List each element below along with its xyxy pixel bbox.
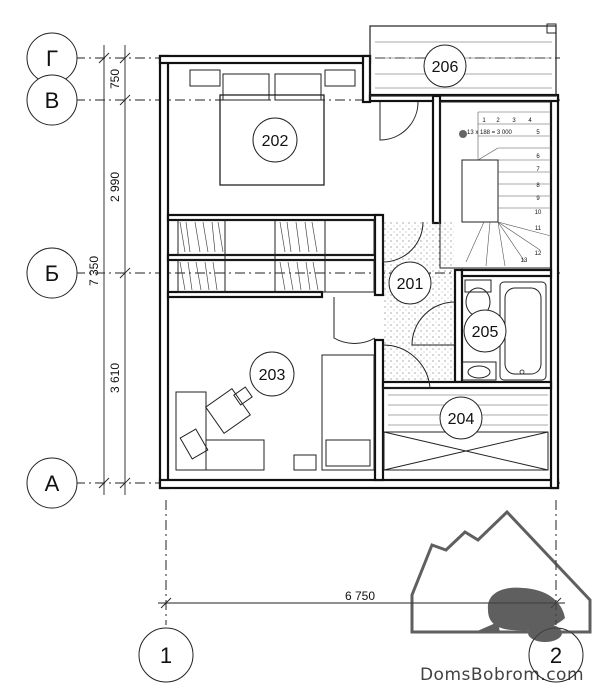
room-label-202: 202 xyxy=(252,117,298,163)
svg-text:В: В xyxy=(45,88,60,113)
svg-text:А: А xyxy=(45,471,60,496)
svg-text:Г: Г xyxy=(46,46,58,71)
dim-7350: 7 350 xyxy=(87,256,101,286)
bed-202 xyxy=(189,69,356,186)
room-203-furniture xyxy=(175,354,375,471)
svg-text:9: 9 xyxy=(536,196,540,202)
svg-text:1: 1 xyxy=(160,643,172,668)
dim-3610: 3 610 xyxy=(108,363,122,393)
room-label-206: 206 xyxy=(423,44,467,88)
beaver-icon xyxy=(487,587,565,631)
svg-text:3: 3 xyxy=(512,118,516,124)
svg-text:Б: Б xyxy=(45,261,59,286)
svg-text:4: 4 xyxy=(528,118,532,124)
svg-text:5: 5 xyxy=(536,130,540,136)
svg-text:11: 11 xyxy=(535,226,542,232)
svg-text:204: 204 xyxy=(448,411,475,428)
wardrobes xyxy=(177,219,375,293)
svg-text:2: 2 xyxy=(496,118,500,124)
svg-text:10: 10 xyxy=(535,210,542,216)
dim-6750: 6 750 xyxy=(345,589,375,603)
logo-text: DomsBobrom.com xyxy=(420,665,584,685)
svg-text:2: 2 xyxy=(550,643,562,668)
svg-text:206: 206 xyxy=(432,59,459,76)
stair-note: 13 x 188 = 3 000 xyxy=(467,130,513,136)
axis-bubble-v: В xyxy=(26,74,78,126)
dimension-chain-vertical: 750 2 990 7 350 3 610 xyxy=(87,45,131,495)
svg-text:202: 202 xyxy=(262,133,289,150)
stair: 13 x 188 = 3 000 1 2 3 4 5 6 7 8 9 10 11… xyxy=(439,101,552,269)
axis-bubble-1: 1 xyxy=(138,627,194,683)
room-label-204: 204 xyxy=(439,396,483,440)
svg-text:12: 12 xyxy=(535,251,542,257)
room-label-201: 201 xyxy=(388,261,432,305)
svg-text:6: 6 xyxy=(536,154,540,160)
axis-bubble-g: Г xyxy=(26,32,78,84)
svg-text:13: 13 xyxy=(521,258,528,264)
svg-text:203: 203 xyxy=(259,367,286,384)
room-label-205: 205 xyxy=(463,309,507,353)
domsbobrom-logo: DomsBobrom.com xyxy=(410,509,592,685)
axis-bubble-a: А xyxy=(26,457,78,509)
dim-2990: 2 990 xyxy=(108,172,122,202)
svg-text:8: 8 xyxy=(536,183,540,189)
room-label-203: 203 xyxy=(249,351,295,397)
svg-text:7: 7 xyxy=(536,167,540,173)
svg-text:205: 205 xyxy=(472,324,499,341)
interior-walls xyxy=(166,94,553,482)
doors xyxy=(333,101,456,389)
exterior-walls xyxy=(158,54,560,490)
dim-750: 750 xyxy=(108,69,122,89)
svg-text:201: 201 xyxy=(397,276,424,293)
svg-text:1: 1 xyxy=(482,118,486,124)
axis-bubble-b: Б xyxy=(26,247,78,299)
